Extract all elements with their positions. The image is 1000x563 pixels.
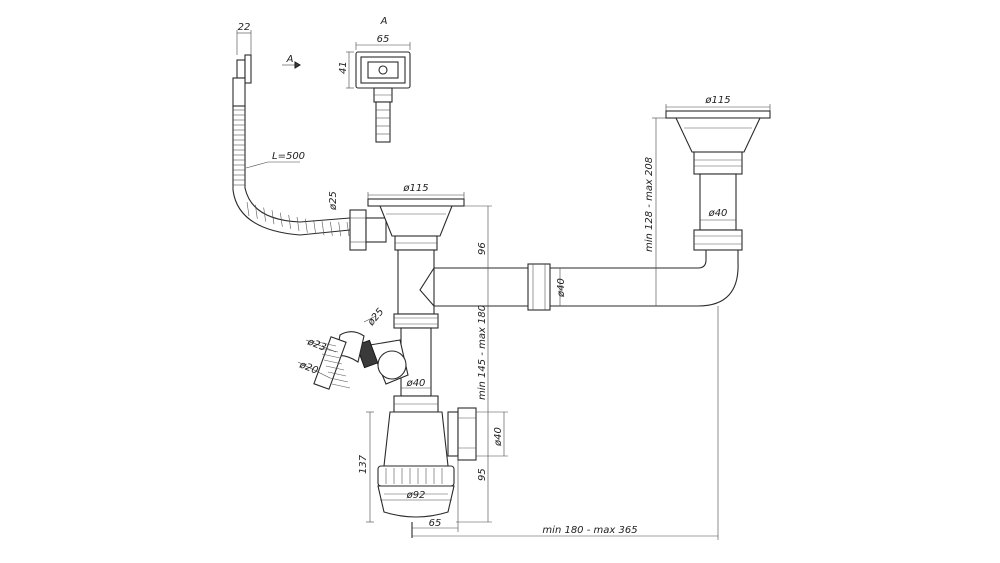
hose-dia-label: ø25 bbox=[328, 191, 339, 211]
left-drop-label: 96 bbox=[477, 242, 488, 255]
horizontal-pipe bbox=[434, 250, 739, 311]
hose-rib bbox=[346, 221, 350, 237]
elbow-rib bbox=[321, 353, 341, 359]
view-label: A bbox=[380, 16, 388, 27]
trap-offset-label: 65 bbox=[429, 518, 442, 529]
view-height-label: 41 bbox=[338, 61, 349, 74]
hose-rib bbox=[271, 210, 275, 225]
hose-rib bbox=[280, 212, 283, 227]
elbow-rib bbox=[331, 383, 351, 389]
dimension-labels: A A 22 L=500 ø25 65 41 ø115 ø115 ø40 min… bbox=[238, 16, 731, 536]
elbow-rib bbox=[323, 359, 343, 365]
arrow-label: A bbox=[286, 54, 294, 65]
hose-rib bbox=[255, 204, 258, 219]
bottle-trap bbox=[377, 407, 477, 538]
hose-length-label: L=500 bbox=[272, 151, 305, 162]
elbow-rib bbox=[327, 371, 347, 377]
elbow-rib bbox=[329, 377, 349, 383]
right-height-label: min 128 - max 208 bbox=[644, 157, 655, 252]
left-sink-outlet bbox=[349, 198, 465, 413]
tee-height-label: min 145 - max 180 bbox=[477, 305, 488, 400]
hose-rib bbox=[263, 207, 266, 222]
hose-width-label: 22 bbox=[238, 22, 251, 33]
hose-rib bbox=[313, 220, 316, 235]
horizontal-pipe-dia-label: ø40 bbox=[556, 278, 567, 298]
span-label: min 180 - max 365 bbox=[542, 525, 637, 536]
view-width-label: 65 bbox=[377, 34, 390, 45]
hose-rib bbox=[246, 201, 250, 217]
left-bowl-dia-label: ø115 bbox=[402, 183, 428, 194]
elbow-rib bbox=[317, 341, 337, 347]
hose-rib bbox=[305, 218, 308, 233]
hose-rib bbox=[330, 221, 333, 236]
hose-rib bbox=[296, 216, 300, 232]
right-bowl-dia-label: ø115 bbox=[704, 95, 730, 106]
hose-rib bbox=[321, 221, 325, 236]
hose-rib bbox=[288, 214, 291, 229]
trap-height-label: 137 bbox=[358, 454, 369, 474]
right-pipe-dia-label: ø40 bbox=[708, 208, 728, 219]
elbow-rib bbox=[325, 365, 345, 371]
elbow-dia-23-label: ø23 bbox=[305, 336, 328, 354]
right-sink-outlet bbox=[665, 110, 771, 251]
view-a-detail bbox=[346, 42, 411, 143]
outlet-height-label: 95 bbox=[477, 468, 488, 481]
outlet-dia-label: ø40 bbox=[493, 427, 504, 447]
side-outlet-dia-label: ø25 bbox=[365, 306, 386, 328]
overflow-hose bbox=[232, 30, 351, 237]
trap-dia-label: ø92 bbox=[406, 490, 426, 501]
dimension-lines bbox=[366, 104, 771, 540]
lower-pipe-dia-label: ø40 bbox=[406, 378, 426, 389]
side-elbow bbox=[297, 315, 409, 390]
elbow-dia-20-label: ø20 bbox=[297, 359, 320, 377]
hose-rib bbox=[338, 222, 341, 237]
